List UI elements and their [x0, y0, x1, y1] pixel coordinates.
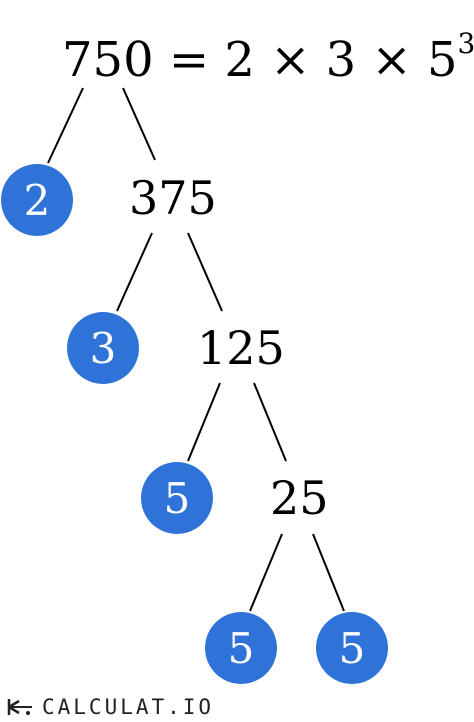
- branch-line: [253, 382, 287, 462]
- branch-line: [116, 232, 153, 312]
- factor-2: 2: [224, 32, 255, 88]
- prime-leaf: 5: [316, 612, 388, 684]
- prime-leaf: 5: [205, 612, 277, 684]
- prime-leaf: 5: [141, 462, 213, 534]
- branch-line: [187, 382, 221, 462]
- brand-watermark: CALCULAT.IO: [6, 694, 214, 720]
- branch-line: [312, 533, 345, 612]
- prime-leaf: 3: [67, 312, 139, 384]
- times-sign: ×: [371, 32, 412, 88]
- factorization-equation: 750 = 2 × 3 × 53: [62, 22, 474, 88]
- prime-leaf: 2: [1, 164, 73, 236]
- brand-logo-icon: [7, 699, 32, 715]
- factor-5-base: 5: [426, 32, 458, 88]
- factor-3: 3: [325, 32, 357, 88]
- composite-node: 25: [270, 471, 329, 525]
- brand-name: CALCULAT.IO: [42, 695, 215, 719]
- branch-line: [187, 232, 223, 312]
- times-sign: ×: [270, 32, 311, 88]
- composite-node: 375: [129, 171, 217, 225]
- equation-root: 750: [62, 32, 154, 88]
- branch-line: [249, 533, 283, 612]
- equals-sign: =: [168, 32, 210, 88]
- branch-line: [47, 87, 84, 164]
- branch-line: [122, 87, 156, 161]
- factor-5-exponent: 3: [457, 27, 474, 60]
- composite-node: 125: [197, 321, 285, 375]
